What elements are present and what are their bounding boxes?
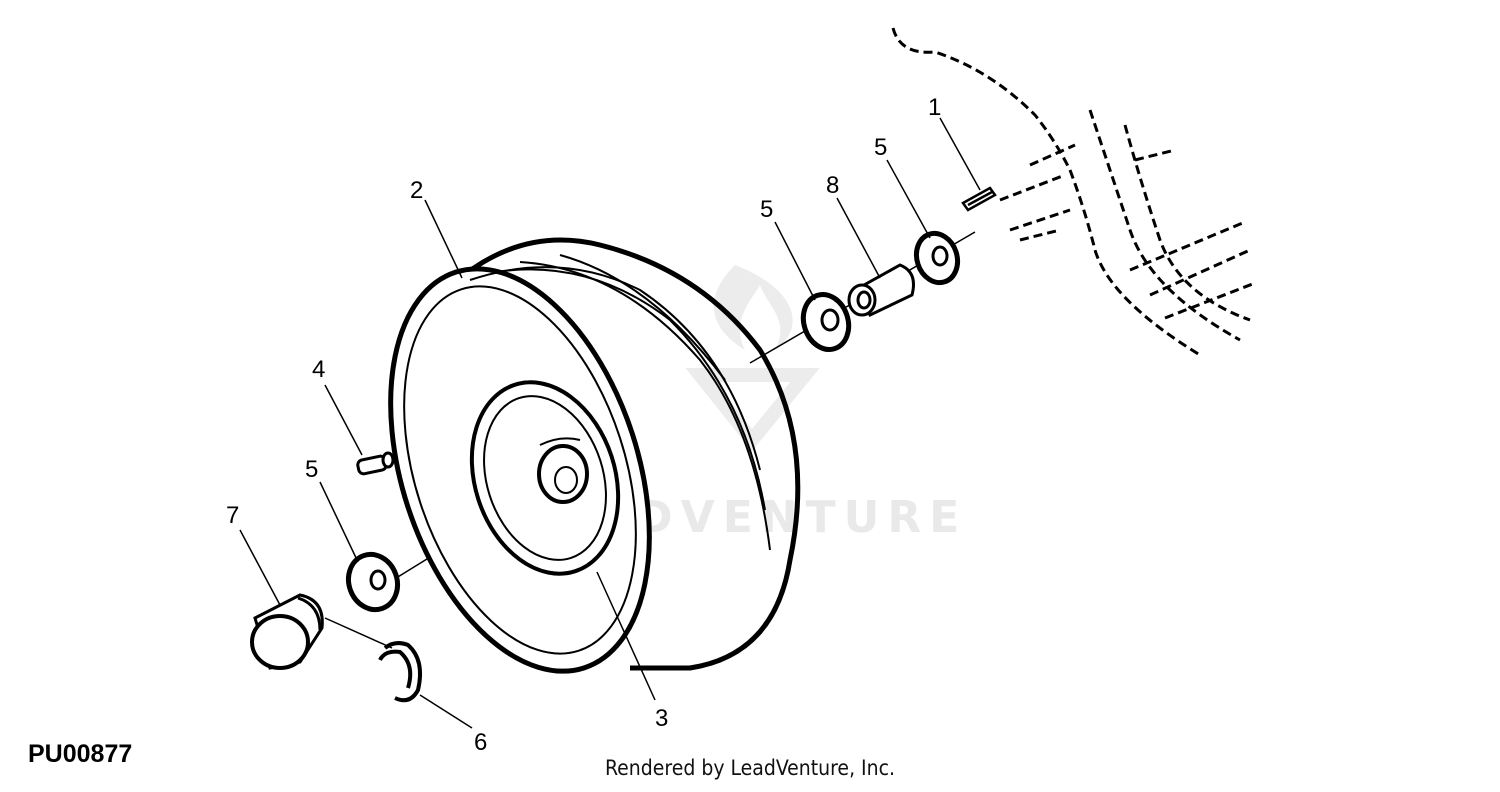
callout-8: 8 [826,172,839,199]
callout-5-far-right: 5 [874,134,887,161]
figure-id: PU00877 [28,740,133,768]
callout-4: 4 [312,356,325,383]
callout-5-far-left: 5 [760,196,773,223]
bushing-far-right [913,230,961,286]
hub-cap [250,593,324,670]
tire [388,237,801,674]
spacer-tube [847,263,915,317]
wheel-rim [469,380,621,576]
callout-3: 3 [655,705,668,732]
callout-6: 6 [474,729,487,756]
callout-1: 1 [928,94,941,121]
pin [961,186,997,212]
callout-7: 7 [226,502,239,529]
render-credit: Rendered by LeadVenture, Inc. [605,756,895,780]
callout-5-near: 5 [305,456,318,483]
bushing-far-left [800,292,852,352]
callout-2: 2 [410,177,423,204]
frame-outline [891,27,1256,357]
callout-labels: 1 2 3 4 5 5 5 6 7 8 [226,94,941,756]
leader-lines [239,117,981,729]
watermark-logo [685,265,820,452]
retaining-ring [378,641,422,703]
valve-stem [356,451,395,476]
bushing-near [345,551,401,613]
